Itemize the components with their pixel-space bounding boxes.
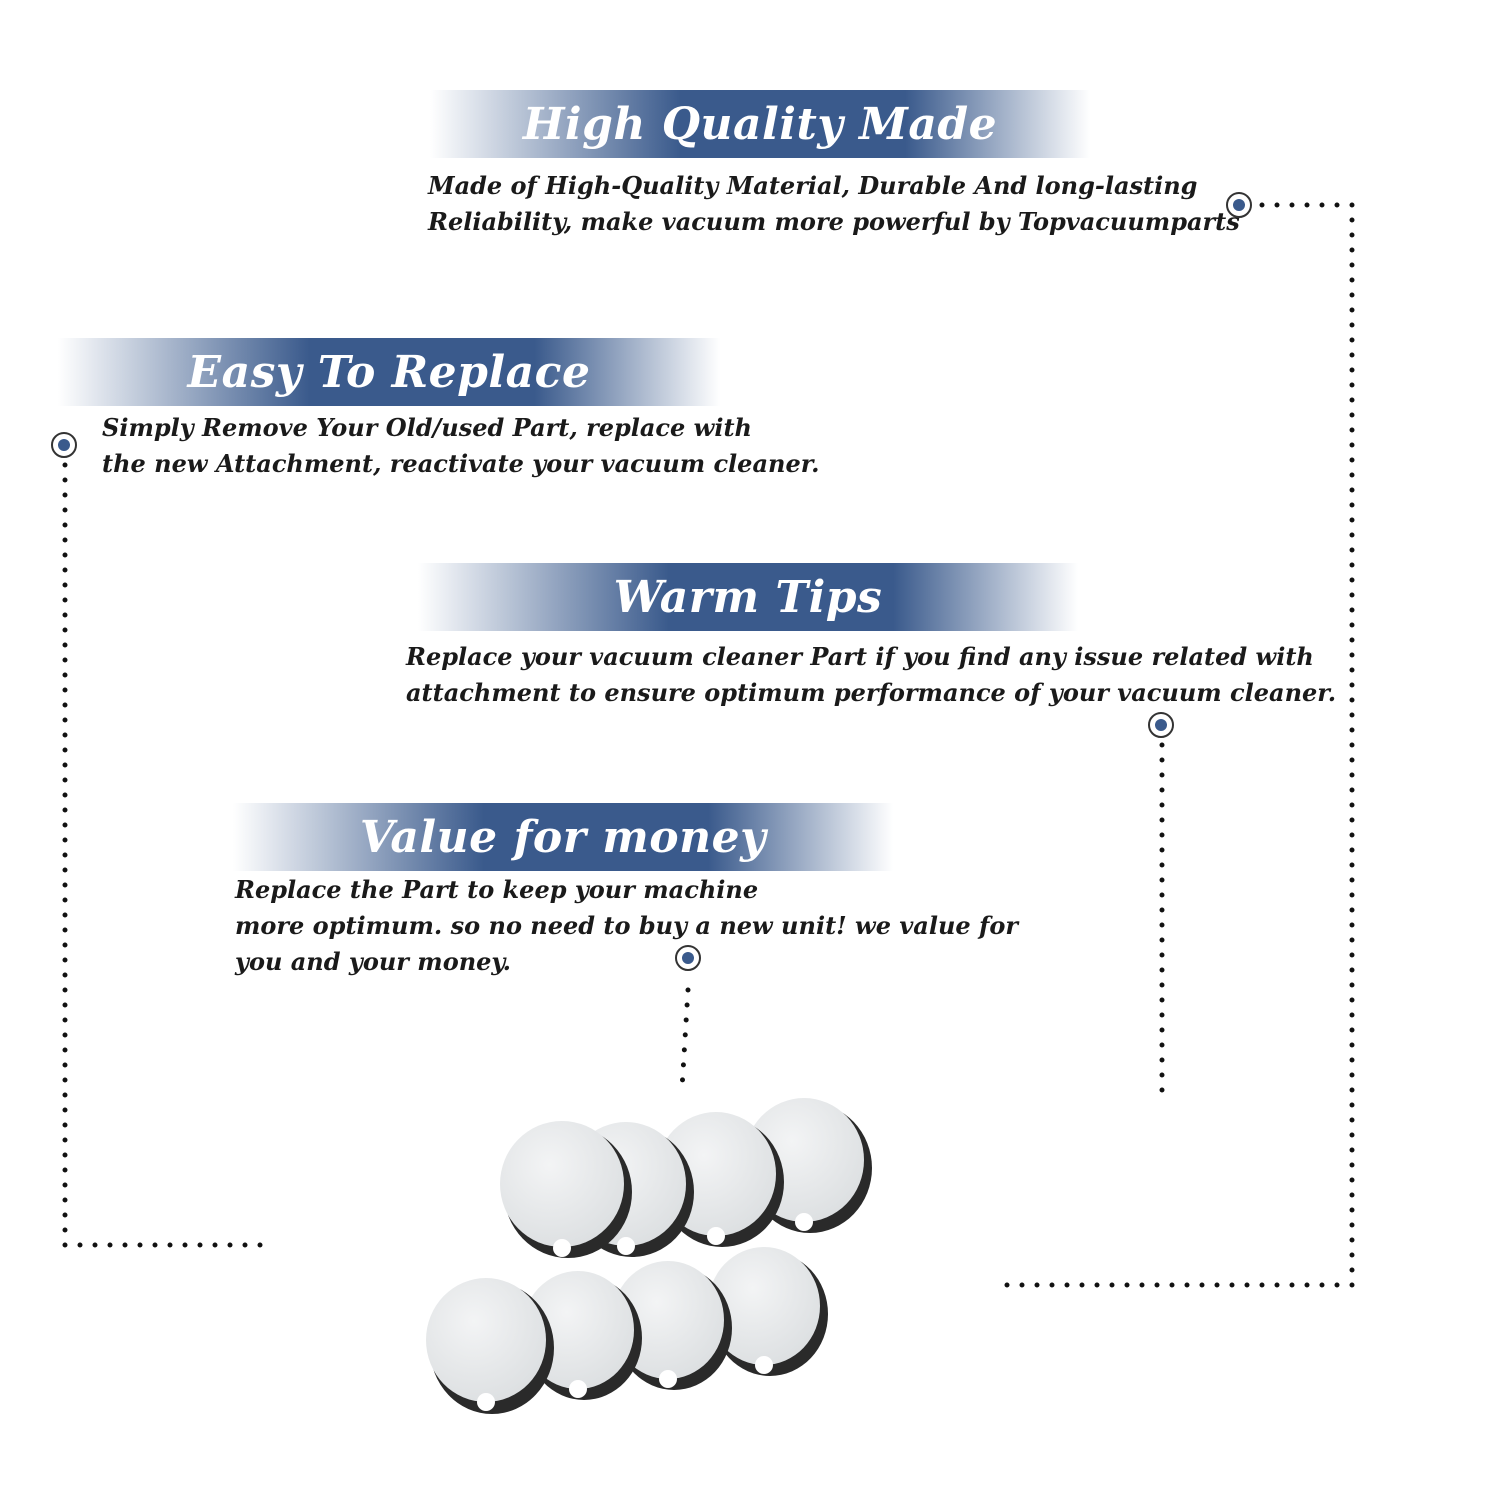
connector-line-high-quality — [997, 202, 1355, 1288]
banner-title-easy-replace: Easy To Replace — [187, 346, 591, 398]
banner-value-money: Value for money — [233, 803, 893, 871]
marker-value-money-icon — [675, 945, 701, 971]
description-easy-replace: Simply Remove Your Old/used Part, replac… — [102, 413, 820, 478]
marker-warm-tips-icon — [1148, 712, 1174, 738]
description-warm-tips: Replace your vacuum cleaner Part if you … — [406, 642, 1337, 707]
round-foam-filter-icon — [708, 1247, 828, 1376]
banner-title-value-money: Value for money — [359, 811, 767, 863]
banner-easy-replace: Easy To Replace — [58, 338, 720, 406]
description-value-money: Replace the Part to keep your machine mo… — [235, 875, 1018, 976]
round-foam-filter-icon — [500, 1121, 632, 1258]
marker-easy-replace-icon — [51, 432, 77, 458]
connector-line-easy-replace — [62, 462, 265, 1248]
description-high-quality: Made of High-Quality Material, Durable A… — [428, 171, 1240, 236]
banner-title-warm-tips: Warm Tips — [613, 571, 883, 623]
connector-line-value — [679, 987, 691, 1091]
banner-warm-tips: Warm Tips — [418, 563, 1078, 631]
banner-title-high-quality: High Quality Made — [522, 98, 998, 150]
product-filters-image — [426, 1098, 872, 1414]
banner-high-quality: High Quality Made — [430, 90, 1090, 158]
marker-high-quality-icon — [1226, 192, 1252, 218]
round-foam-filter-icon — [426, 1278, 554, 1414]
